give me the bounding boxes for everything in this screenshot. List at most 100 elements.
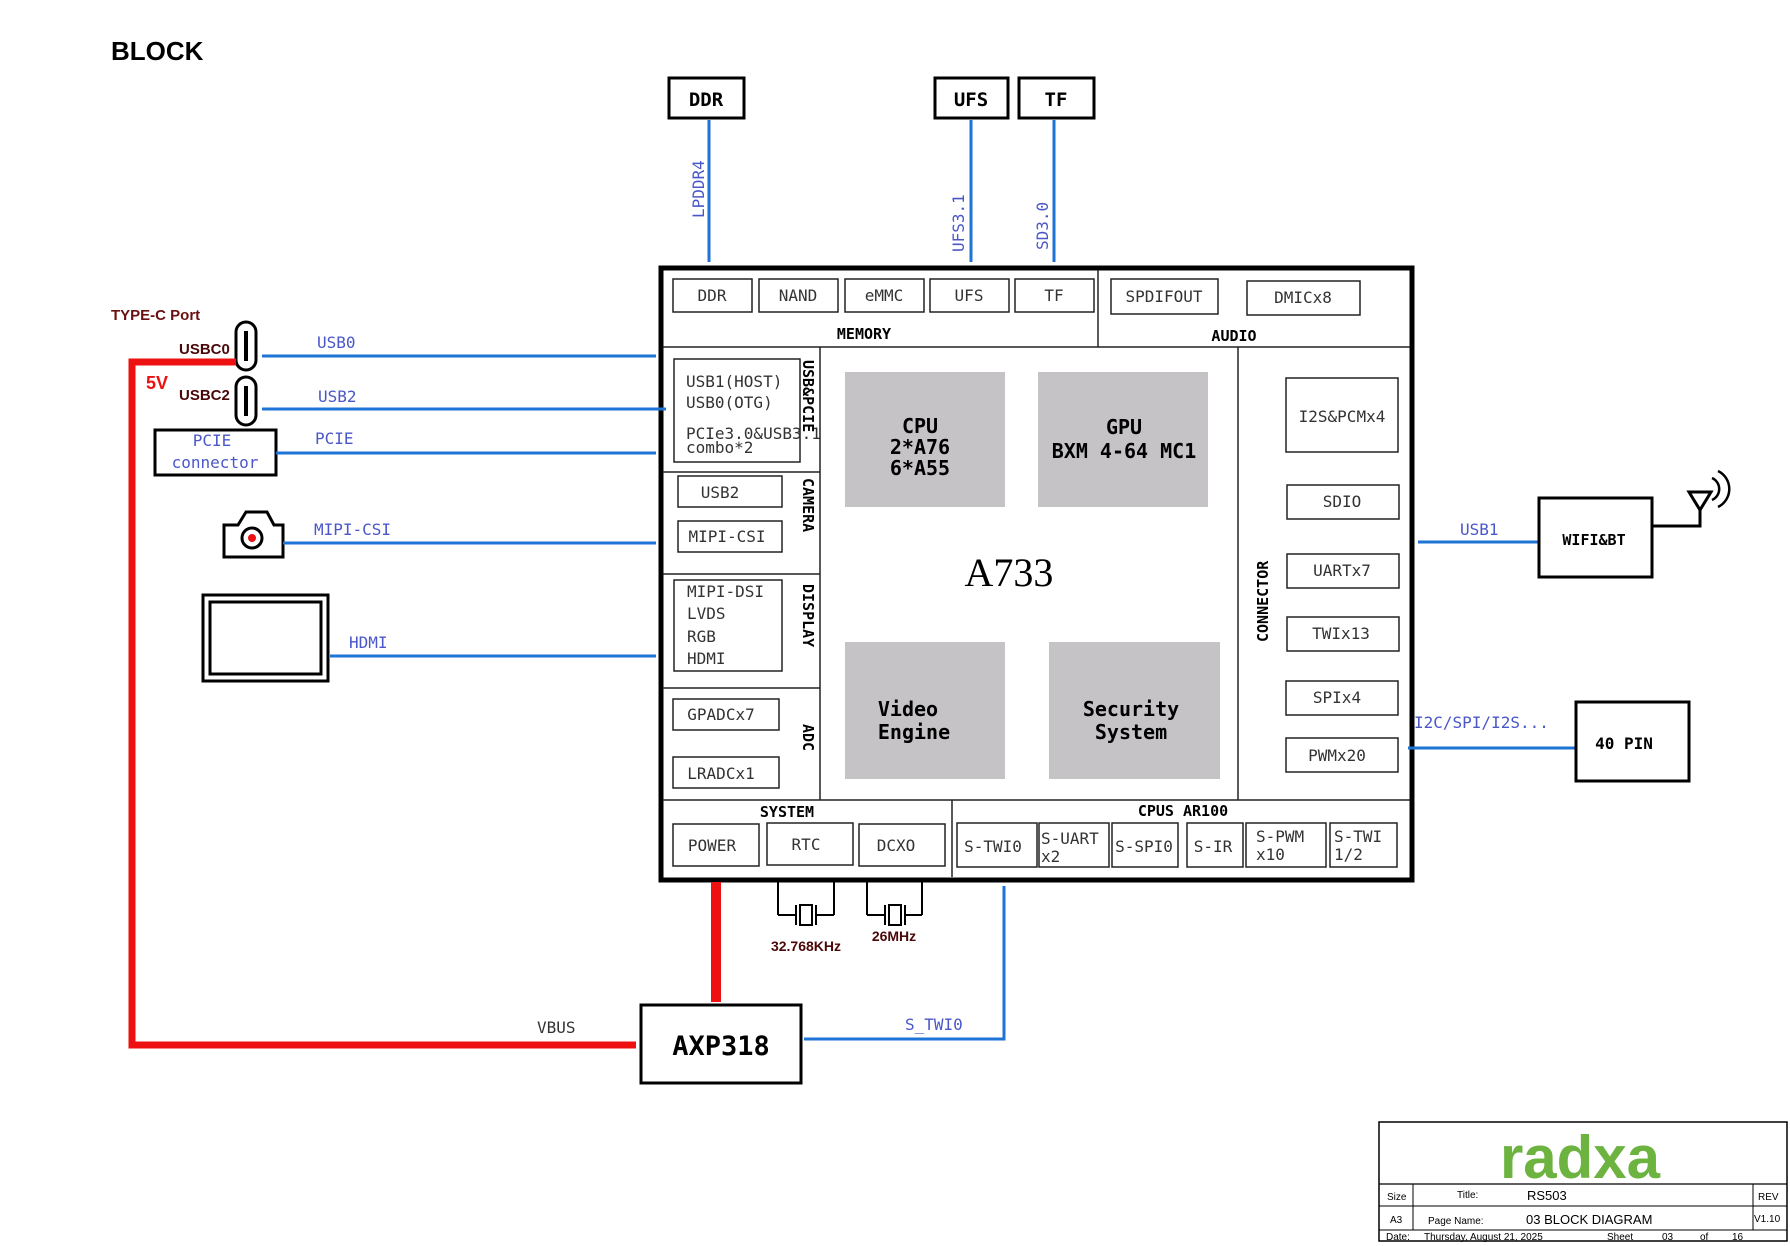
i2c-signal-label: I2C/SPI/I2S... (1414, 713, 1549, 732)
display-item: LVDS (687, 604, 726, 623)
title-block: radxa Size Title: RS503 REV A3 Page Name… (1378, 1121, 1788, 1243)
usb-pcie-line: combo*2 (686, 438, 753, 457)
audio-section: SPDIFOUT DMICx8 AUDIO (1110, 278, 1361, 345)
display-icon (201, 593, 330, 683)
company-logo: radxa (1500, 1124, 1661, 1191)
tf-external-label: TF (1045, 89, 1068, 111)
page-name-label: Page Name: (1428, 1216, 1484, 1227)
soc-name: A733 (965, 550, 1054, 595)
display-item: HDMI (687, 649, 726, 668)
total-sheets: 16 (1732, 1232, 1744, 1243)
ufs-external-label: UFS (954, 89, 988, 111)
cpus-item: S-PWM (1256, 827, 1304, 846)
pcie-connector-block: PCIE connector (153, 428, 278, 477)
cpus-item: S-SPI0 (1115, 837, 1173, 856)
cpus-item: 1/2 (1334, 845, 1363, 864)
cpu-line: 2*A76 (890, 435, 950, 459)
pcie-connector-line: PCIE (193, 431, 232, 450)
gpu-line: GPU (1106, 415, 1142, 439)
system-title: SYSTEM (760, 803, 814, 821)
connector-item: SDIO (1323, 492, 1362, 511)
cpus-title: CPUS AR100 (1138, 802, 1228, 820)
40pin-label: 40 PIN (1595, 734, 1653, 753)
crystal-32k-icon (777, 882, 835, 926)
adc-title: ADC (799, 724, 817, 751)
cpus-item: S-IR (1194, 837, 1233, 856)
connector-item: SPIx4 (1313, 688, 1361, 707)
connector-item: TWIx13 (1312, 624, 1370, 643)
cpu-block: CPU 2*A76 6*A55 (845, 372, 1005, 507)
usb1-signal-label: USB1 (1460, 520, 1499, 539)
size-value: A3 (1390, 1215, 1403, 1226)
memory-item: DDR (698, 286, 727, 305)
usb-pcie-line: PCIe3.0&USB3.1 (686, 424, 821, 443)
cpus-item: S-UART (1041, 829, 1099, 848)
system-section: SYSTEM POWER RTC DCXO (672, 803, 946, 867)
cpus-section: CPUS AR100 S-TWI0 S-UART x2 S-SPI0 S-IR … (956, 802, 1398, 868)
connector-item: UARTx7 (1313, 561, 1371, 580)
s-twi0-signal-label: S_TWI0 (905, 1015, 963, 1034)
cpus-item: x2 (1041, 847, 1060, 866)
date-value: Thursday, August 21, 2025 (1424, 1232, 1543, 1243)
usbc0-connector-icon (234, 320, 258, 372)
camera-item: USB2 (701, 483, 740, 502)
gpu-line: BXM 4-64 MC1 (1052, 439, 1197, 463)
vbus-label: VBUS (537, 1018, 576, 1037)
audio-item: DMICx8 (1274, 288, 1332, 307)
usbc2-connector-icon (234, 375, 258, 427)
board-title: RS503 (1527, 1188, 1567, 1203)
memory-item: NAND (779, 286, 818, 305)
security-line: Security (1083, 697, 1179, 721)
pmic-label: AXP318 (672, 1031, 770, 1062)
usb-pcie-line: USB1(HOST) (686, 372, 782, 391)
adc-item: GPADCx7 (687, 705, 754, 724)
video-line: Engine (878, 720, 950, 744)
usbc0-label: USBC0 (179, 341, 230, 358)
mipi-csi-signal-label: MIPI-CSI (314, 520, 391, 539)
pcie-connector-line: connector (172, 453, 259, 472)
hdmi-signal-label: HDMI (349, 633, 388, 652)
gpu-block: GPU BXM 4-64 MC1 (1038, 372, 1208, 507)
pcie-signal-label: PCIE (315, 429, 354, 448)
display-title: DISPLAY (799, 584, 817, 647)
crystal-26m-label: 26MHz (872, 928, 916, 944)
of-label: of (1700, 1232, 1709, 1243)
rev-label: REV (1758, 1192, 1779, 1203)
system-item: RTC (792, 835, 821, 854)
size-label: Size (1387, 1192, 1407, 1203)
antenna-icon (1652, 469, 1731, 528)
pmic-block: AXP318 (639, 1003, 803, 1085)
sd30-label: SD3.0 (1033, 202, 1052, 250)
ddr-external-label: DDR (689, 89, 724, 111)
usbc2-label: USBC2 (179, 387, 230, 404)
lpddr4-label: LPDDR4 (689, 160, 708, 218)
connector-item: PWMx20 (1308, 746, 1366, 765)
usb-pcie-section: USB1(HOST) USB0(OTG) PCIe3.0&USB3.1 comb… (673, 358, 821, 463)
adc-item: LRADCx1 (687, 764, 754, 783)
memory-item: UFS (955, 286, 984, 305)
40pin-block: 40 PIN (1574, 700, 1691, 783)
memory-section: DDR NAND eMMC UFS TF MEMORY (672, 278, 1095, 343)
camera-item: MIPI-CSI (688, 527, 765, 546)
connector-section: I2S&PCMx4 SDIO UARTx7 TWIx13 SPIx4 PWMx2… (1254, 377, 1400, 773)
usb-pcie-title: USB&PCIE (799, 360, 817, 432)
camera-title: CAMERA (799, 478, 817, 532)
usb-pcie-line: USB0(OTG) (686, 393, 773, 412)
crystal-26m-icon (866, 882, 923, 926)
cpus-item: x10 (1256, 845, 1285, 864)
security-system-block: Security System (1049, 642, 1220, 779)
display-section: MIPI-DSI LVDS RGB HDMI DISPLAY (673, 579, 817, 672)
ufs31-label: UFS3.1 (949, 194, 968, 252)
cpu-line: CPU (902, 414, 938, 438)
page-name: 03 BLOCK DIAGRAM (1526, 1212, 1652, 1227)
wifi-bt-block: WIFI&BT (1537, 496, 1654, 579)
usb2-signal-label: USB2 (318, 387, 357, 406)
5v-label: 5V (146, 373, 168, 393)
system-item: DCXO (877, 836, 916, 855)
display-item: RGB (687, 627, 716, 646)
camera-section: USB2 MIPI-CSI CAMERA (677, 475, 817, 553)
sheet-label: Sheet (1607, 1232, 1633, 1243)
cpus-item: S-TWI (1334, 827, 1382, 846)
security-line: System (1095, 720, 1167, 744)
5v-power-line (128, 358, 636, 1049)
